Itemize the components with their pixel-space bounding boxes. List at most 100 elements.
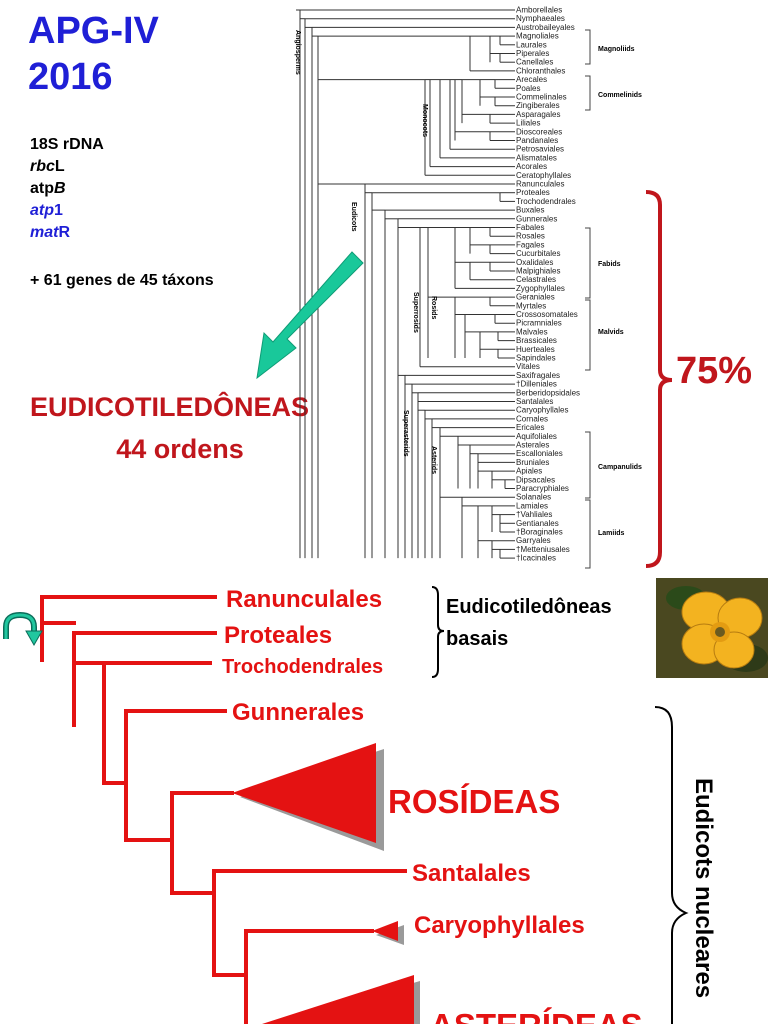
order-label: Vitales	[516, 362, 540, 371]
order-label: Escalloniales	[516, 449, 563, 458]
vertical-label: Monocots	[421, 104, 428, 137]
clade-label: Magnoliids	[598, 46, 635, 53]
order-label: Caryophyllales	[516, 406, 568, 415]
gene-item: rbcL	[30, 158, 65, 175]
order-label: Crossosomatales	[516, 310, 578, 319]
vertical-label: Asterids	[430, 446, 437, 474]
green-arrow	[256, 251, 364, 380]
apg-tree: AmborellalesNymphaealesAustrobaileyalesM…	[256, 6, 673, 569]
eudicot-title: EUDICOTILEDÔNEAS	[30, 392, 310, 422]
order-label: Canellales	[516, 58, 553, 67]
basal-bracket	[431, 586, 445, 678]
flower-photo	[656, 578, 768, 678]
order-label: Piperales	[516, 49, 549, 58]
page-title: APG-IV 2016	[28, 8, 159, 100]
clade-labels: Magnoliids Commelinids Fabids Malvids Ca…	[598, 46, 642, 537]
order-label: Lamiales	[516, 501, 548, 510]
order-label: Malvales	[516, 327, 548, 336]
order-label: Amborellales	[516, 6, 562, 15]
clade-label: Commelinids	[598, 92, 642, 99]
eudicot-count: 44 ordens	[116, 434, 244, 464]
asterids-triangle	[262, 975, 414, 1024]
order-label: Gentianales	[516, 519, 559, 528]
order-label: Magnoliales	[516, 32, 559, 41]
leaf-labels: Ranunculales Proteales Trochodendrales G…	[222, 586, 643, 1024]
order-label: Dioscoreales	[516, 127, 562, 136]
order-label: Asparagales	[516, 110, 560, 119]
apg-tree-branches	[296, 9, 515, 559]
leaf-label: ROSÍDEAS	[388, 783, 560, 820]
vertical-label: Eudicots	[350, 202, 357, 232]
title-line-2: 2016	[28, 56, 113, 98]
leaf-label: Ranunculales	[226, 586, 382, 613]
order-label: Zygophyllales	[516, 284, 565, 293]
order-label: Ericales	[516, 423, 544, 432]
order-label: †Vahliales	[516, 510, 552, 519]
order-label: Arecales	[516, 75, 547, 84]
caryophyllales-triangle	[372, 921, 398, 941]
loop-arrow-icon	[2, 611, 43, 647]
order-label: Rosales	[516, 232, 545, 241]
order-label: Fabales	[516, 223, 544, 232]
order-label: Cucurbitales	[516, 249, 560, 258]
order-label: †Dilleniales	[516, 380, 557, 389]
leaf-label: Santalales	[412, 860, 531, 887]
order-label: Poales	[516, 84, 540, 93]
gene-item: matR	[30, 224, 71, 241]
order-label: Zingiberales	[516, 101, 560, 110]
order-label: Buxales	[516, 206, 544, 215]
leaf-label: ASTERÍDEAS	[430, 1007, 643, 1024]
order-label: Brassicales	[516, 336, 557, 345]
clade-triangles	[232, 743, 414, 1024]
order-label: Paracryphiales	[516, 484, 569, 493]
order-label: Picramniales	[516, 319, 562, 328]
order-label: Bruniales	[516, 458, 549, 467]
vertical-label: Angiosperms	[294, 30, 301, 75]
gene-item: 18S rDNA	[30, 136, 104, 153]
order-label: Laurales	[516, 40, 547, 49]
percentage-label: 75%	[676, 350, 753, 392]
leaf-label: Gunnerales	[232, 699, 364, 726]
apg-tree-labels: AmborellalesNymphaealesAustrobaileyalesM…	[516, 6, 580, 563]
vertical-label: Rosids	[430, 296, 437, 319]
nuclear-bracket	[654, 706, 689, 1024]
clade-brackets	[585, 29, 591, 569]
eudicot-bracket	[645, 190, 673, 568]
order-label: Chloranthales	[516, 66, 565, 75]
leaf-label: Trochodendrales	[222, 656, 383, 678]
order-label: Commelinales	[516, 93, 567, 102]
order-label: Austrobaileyales	[516, 23, 575, 32]
order-label: Myrtales	[516, 301, 546, 310]
order-label: Oxalidales	[516, 258, 553, 267]
order-label: Proteales	[516, 188, 550, 197]
clade-label: Campanulids	[598, 464, 642, 471]
order-label: Alismatales	[516, 153, 557, 162]
order-label: Ranunculales	[516, 180, 564, 189]
genes-extra: + 61 genes de 45 táxons	[30, 272, 214, 289]
gene-item: atpB	[30, 180, 66, 197]
vertical-label: Superrosids	[412, 292, 419, 333]
nuclear-label-text: Eudicots nucleares	[690, 778, 717, 998]
order-label: Berberidopsidales	[516, 388, 580, 397]
order-label: †Boraginales	[516, 528, 563, 537]
order-label: Santalales	[516, 397, 553, 406]
order-label: Aquifoliales	[516, 432, 557, 441]
order-label: Pandanales	[516, 136, 558, 145]
leaf-label: Caryophyllales	[414, 912, 585, 939]
clade-label: Malvids	[598, 329, 624, 336]
order-label: Geraniales	[516, 293, 555, 302]
title-line-1: APG-IV	[28, 10, 159, 52]
order-label: Apiales	[516, 467, 542, 476]
order-label: Petrosaviales	[516, 145, 564, 154]
red-branches	[40, 595, 407, 1024]
order-label: Cornales	[516, 414, 548, 423]
order-label: Asterales	[516, 441, 549, 450]
clade-label: Lamiids	[598, 530, 625, 537]
order-label: Garryales	[516, 536, 551, 545]
order-label: Ceratophyllales	[516, 171, 571, 180]
eudicot-tree: Ranunculales Proteales Trochodendrales G…	[2, 586, 689, 1024]
basal-label-line-1: Eudicotiledôneas	[446, 596, 612, 618]
order-label: Solanales	[516, 493, 551, 502]
vertical-label: Superasterids	[402, 410, 409, 457]
order-label: Liliales	[516, 119, 540, 128]
